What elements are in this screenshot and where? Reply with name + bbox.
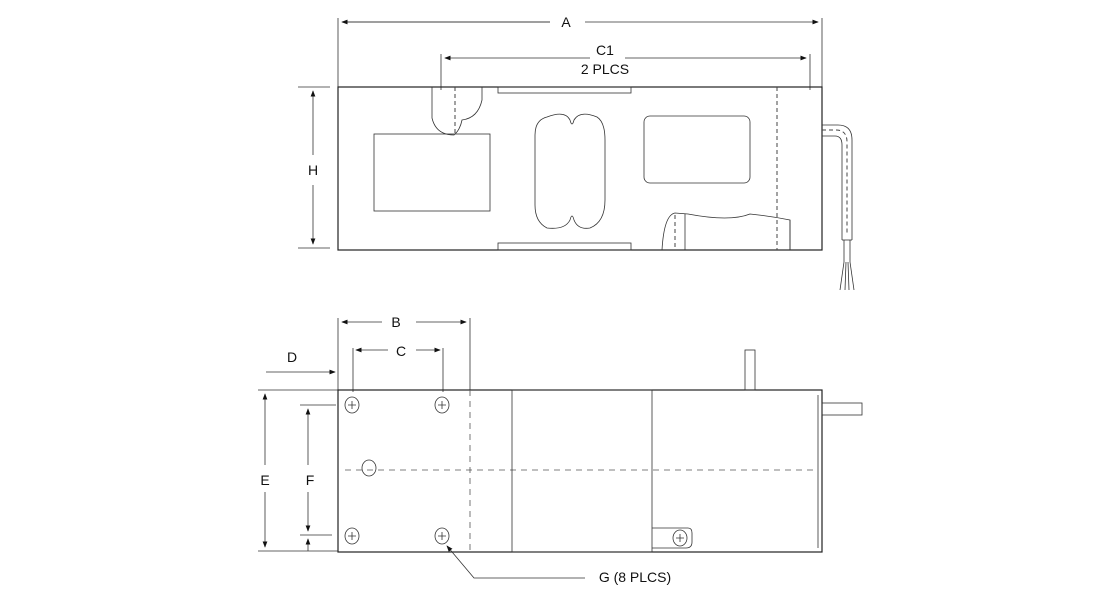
side-view: A C1 2 PLCS H	[298, 14, 855, 291]
dimension-c-label: C	[396, 343, 406, 359]
dimension-b-label: B	[391, 314, 400, 330]
dimension-e-label: E	[260, 472, 269, 488]
dimension-c1-label: C1	[596, 42, 614, 58]
dimension-h-label: H	[308, 162, 318, 178]
dimension-f-label: F	[306, 472, 315, 488]
dimension-c1-note: 2 PLCS	[581, 61, 629, 77]
dimension-a-label: A	[561, 14, 571, 30]
dimension-d-label: D	[287, 349, 297, 365]
dimension-g-label: G (8 PLCS)	[599, 569, 671, 585]
top-view: B C D E F G	[258, 314, 863, 585]
mounting-holes	[344, 396, 688, 547]
